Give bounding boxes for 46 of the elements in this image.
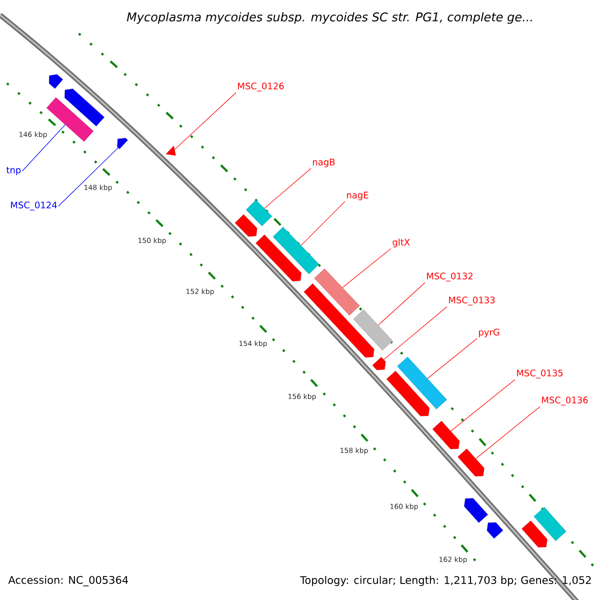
leader-line (450, 379, 516, 432)
gene-label: MSC_0136 (542, 396, 588, 406)
gene-feature (522, 520, 548, 548)
gene-bar (246, 200, 272, 226)
gene-feature (486, 522, 504, 539)
gene-feature (386, 370, 430, 416)
gene-bar (353, 309, 393, 351)
leader-line (383, 306, 448, 360)
gene-label: nagB (313, 158, 335, 168)
gene-feature (432, 420, 460, 450)
gene-marker (166, 146, 176, 156)
gene-label: MSC_0132 (427, 272, 472, 282)
gene-feature (372, 356, 386, 370)
leader-line (342, 248, 392, 288)
leader-line (174, 92, 236, 150)
gene-feature (64, 88, 104, 126)
leader-line (427, 338, 478, 379)
leader-line (264, 168, 312, 209)
gene-feature (49, 74, 63, 89)
leader-line (22, 124, 66, 172)
gene-label: pyrG (479, 328, 500, 338)
gene-feature (304, 284, 374, 358)
gene-label: tnp (6, 166, 21, 176)
leader-line (476, 406, 540, 459)
leader-line (378, 282, 426, 326)
gene-feature (458, 448, 484, 476)
gene-bar (46, 97, 94, 142)
gene-bar (397, 356, 447, 410)
genome-info-text: Topology: circular; Length: 1,211,703 bp; Genes: 1,052 (300, 576, 591, 586)
title: Mycoplasma mycoides subsp. mycoides SC str. PG1, complete ge... (126, 12, 532, 24)
gene-feature (117, 138, 128, 150)
gene-bar (534, 507, 566, 541)
gene-label: gltX (392, 238, 410, 248)
gene-bar (314, 268, 360, 316)
leader-line (58, 148, 118, 206)
gene-feature (234, 214, 258, 237)
gene-label: nagE (347, 192, 368, 200)
gene-label: MSC_0126 (238, 82, 284, 92)
gene-feature (464, 498, 488, 523)
gene-bar (272, 226, 320, 274)
gene-label: MSC_0135 (517, 370, 563, 378)
accession-text: Accession: NC_005364 (8, 576, 128, 586)
gene-label: MSC_0124 (11, 202, 57, 210)
gene-feature (256, 234, 302, 282)
gene-label: MSC_0133 (449, 296, 495, 306)
leader-line (300, 201, 346, 246)
